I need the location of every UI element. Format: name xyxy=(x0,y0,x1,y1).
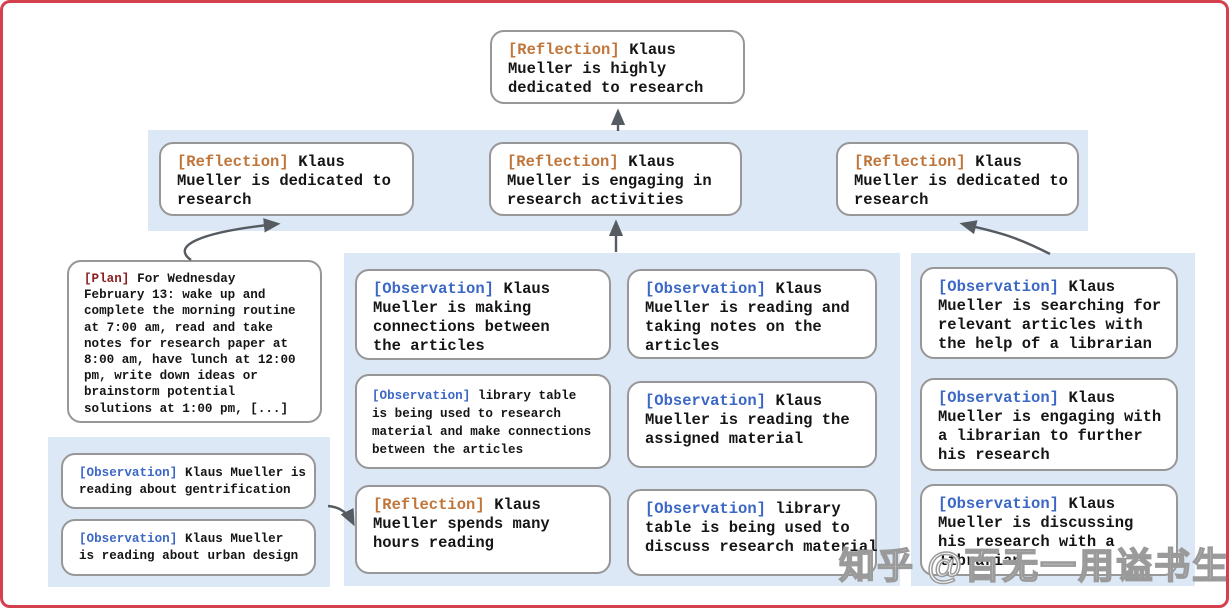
node-type-label: [Observation] xyxy=(645,500,766,518)
node-observation-making-connections: [Observation]Klaus Mueller is making con… xyxy=(355,269,611,360)
node-type-label: [Reflection] xyxy=(177,153,289,171)
node-reflection-right: [Reflection]Klaus Mueller is dedicated t… xyxy=(836,142,1079,216)
node-observation-library-table-research: [Observation]library table is being used… xyxy=(355,374,611,469)
node-type-label: [Observation] xyxy=(372,389,471,403)
node-observation-gentrification: [Observation]Klaus Mueller is reading ab… xyxy=(61,453,316,509)
node-text: library table is being used to research … xyxy=(372,389,592,457)
node-observation-searching-articles: [Observation]Klaus Mueller is searching … xyxy=(920,267,1178,359)
node-text: Klaus Mueller is dedicated to research xyxy=(177,153,391,209)
node-observation-assigned-material: [Observation]Klaus Mueller is reading th… xyxy=(627,381,877,468)
zhihu-watermark: 知乎 @百无一用谥书生 xyxy=(838,544,1229,587)
node-text: Klaus Mueller is dedicated to research xyxy=(854,153,1068,209)
node-observation-engaging-librarian: [Observation]Klaus Mueller is engaging w… xyxy=(920,378,1178,471)
node-reflection-hours-reading: [Reflection]Klaus Mueller spends many ho… xyxy=(355,485,611,574)
node-text: For Wednesday February 13: wake up and c… xyxy=(84,272,296,416)
node-text: Klaus Mueller spends many hours reading xyxy=(373,496,550,552)
node-text: library table is being used to discuss r… xyxy=(645,500,878,556)
node-type-label: [Observation] xyxy=(79,532,178,546)
node-type-label: [Observation] xyxy=(645,280,766,298)
node-root-reflection: [Reflection]Klaus Mueller is highly dedi… xyxy=(490,30,745,104)
node-text: Klaus Mueller is reading the assigned ma… xyxy=(645,392,850,448)
node-type-label: [Observation] xyxy=(938,495,1059,513)
node-text: Klaus Mueller is engaging with a librari… xyxy=(938,389,1162,464)
node-text: Klaus Mueller is highly dedicated to res… xyxy=(508,41,704,97)
node-observation-urban-design: [Observation]Klaus Mueller is reading ab… xyxy=(61,519,316,576)
node-type-label: [Reflection] xyxy=(854,153,966,171)
node-plan: [Plan]For Wednesday February 13: wake up… xyxy=(67,260,322,423)
node-type-label: [Observation] xyxy=(938,278,1059,296)
node-text: Klaus Mueller is reading and taking note… xyxy=(645,280,850,355)
node-text: Klaus Mueller is reading about gentrific… xyxy=(79,466,306,497)
node-observation-discuss-material: [Observation]library table is being used… xyxy=(627,489,878,576)
node-type-label: [Reflection] xyxy=(373,496,485,514)
node-type-label: [Plan] xyxy=(84,272,130,286)
node-type-label: [Observation] xyxy=(79,466,178,480)
node-observation-discussing-research: [Observation]Klaus Mueller is discussing… xyxy=(920,484,1178,576)
node-type-label: [Reflection] xyxy=(507,153,619,171)
node-text: Klaus Mueller is searching for relevant … xyxy=(938,278,1162,353)
node-text: Klaus Mueller is making connections betw… xyxy=(373,280,551,355)
node-observation-taking-notes: [Observation]Klaus Mueller is reading an… xyxy=(627,269,877,359)
node-type-label: [Observation] xyxy=(645,392,766,410)
node-type-label: [Reflection] xyxy=(508,41,620,59)
node-reflection-middle: [Reflection]Klaus Mueller is engaging in… xyxy=(489,142,742,216)
node-reflection-left: [Reflection]Klaus Mueller is dedicated t… xyxy=(159,142,414,216)
node-text: Klaus Mueller is engaging in research ac… xyxy=(507,153,712,209)
node-text: Klaus Mueller is discussing his research… xyxy=(938,495,1134,570)
node-text: Klaus Mueller is reading about urban des… xyxy=(79,532,299,563)
node-type-label: [Observation] xyxy=(938,389,1059,407)
node-type-label: [Observation] xyxy=(373,280,494,298)
